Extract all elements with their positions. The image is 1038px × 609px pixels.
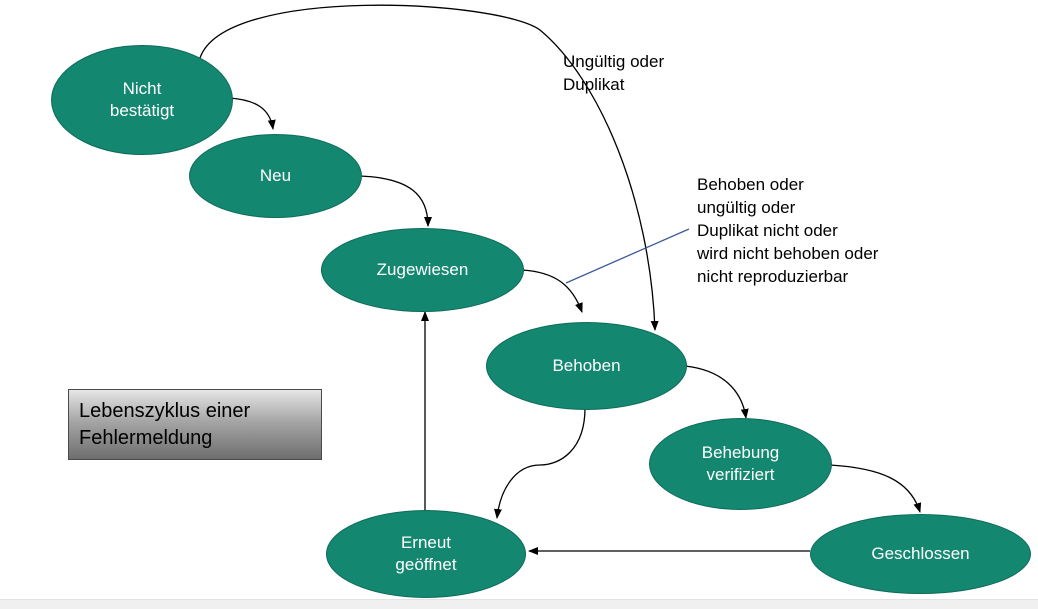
state-nicht-bestaetigt[interactable]: Nicht bestätigt [51,45,233,155]
annotation-connector-line [565,228,690,284]
arrow-nicht-bestaetigt-to-neu [229,97,276,130]
arrow-behoben-to-erneut-geoeffnet [493,407,586,519]
transition-label-ungueltig-duplikat: Ungültig oder Duplikat [563,52,665,94]
state-zugewiesen[interactable]: Zugewiesen [321,228,524,312]
arrow-zugewiesen-to-behoben [521,269,583,313]
arrow-neu-to-zugewiesen [359,175,432,227]
state-behoben[interactable]: Behoben [486,322,687,410]
arrow-nicht-bestaetigt-to-behoben [199,4,659,331]
state-neu[interactable]: Neu [189,134,362,218]
arrow-verifiziert-to-geschlossen [829,464,922,513]
state-erneut-geoeffnet[interactable]: Erneut geöffnet [326,510,526,598]
state-behebung-verifiziert[interactable]: Behebung verifiziert [649,418,832,510]
diagram-title-box: Lebenszyklus einer Fehlermeldung [68,389,322,460]
annotation-behoben-note: Behoben oder ungültig oder Duplikat nich… [697,175,879,286]
bottom-divider [0,599,1038,609]
state-geschlossen[interactable]: Geschlossen [810,514,1031,594]
arrow-behoben-to-verifiziert [684,365,749,419]
